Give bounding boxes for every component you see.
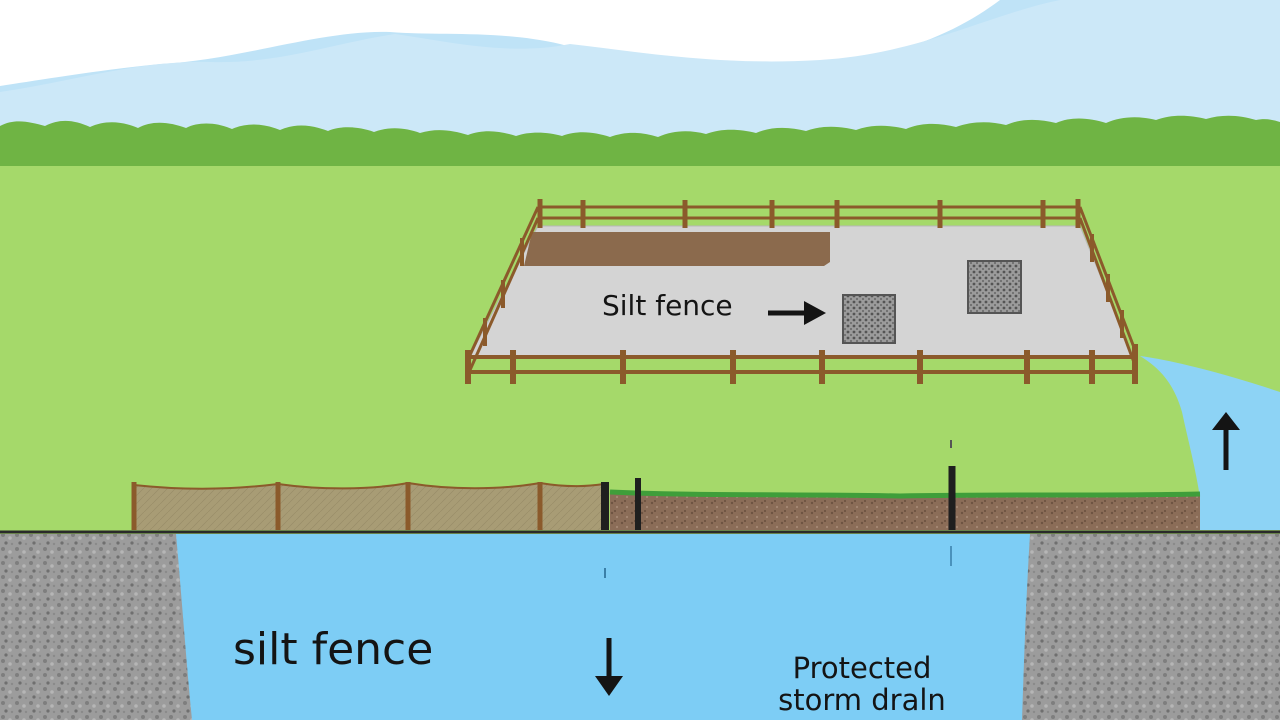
soil-strip — [610, 494, 1200, 530]
treeline — [0, 115, 1280, 170]
stream — [1140, 356, 1280, 530]
perimeter-fence — [465, 199, 1138, 384]
arrow-right-icon — [768, 301, 826, 325]
gravel-right — [1020, 534, 1280, 720]
drain-grate-1 — [842, 294, 896, 344]
arrow-down-icon — [595, 638, 623, 696]
storm-drain-basin — [176, 534, 1030, 720]
silt-fence-plan-label: Silt fence — [602, 289, 733, 322]
protected-storm-drain-line-2: storm draln — [778, 683, 946, 718]
distant-hills — [0, 0, 1280, 140]
silt-fence-section-label: silt fence — [233, 624, 434, 675]
soil-stockpile — [524, 232, 830, 266]
gravel-left — [0, 534, 200, 720]
protected-storm-drain-label: Protected storm draln — [762, 652, 962, 717]
soil-grass-edge — [609, 489, 1201, 499]
silt-fence-section — [131, 481, 609, 530]
drain-grate-2 — [967, 260, 1022, 314]
protected-storm-drain-line-1: Protected — [792, 651, 932, 685]
arrow-up-icon — [1212, 412, 1240, 470]
